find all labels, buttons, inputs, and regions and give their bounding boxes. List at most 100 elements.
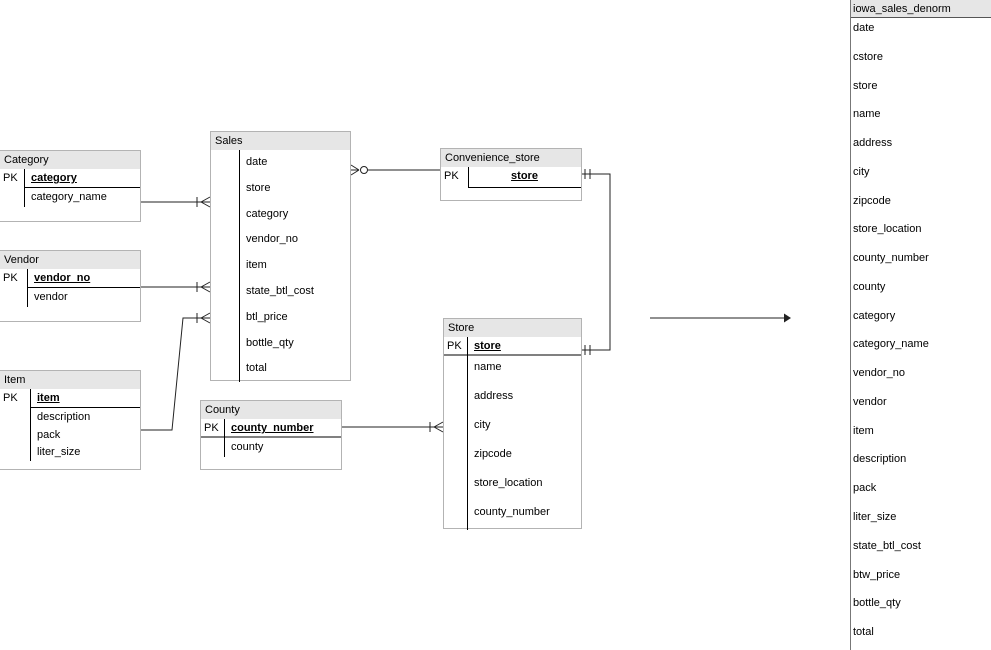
field-row-total: total [211, 356, 350, 382]
rel-county-store [342, 421, 444, 433]
field-row-description: description [0, 408, 140, 426]
denorm-field-zipcode: zipcode [853, 194, 891, 207]
field-row-bottle_qty: bottle_qty [211, 331, 350, 357]
denorm-field-county_number: county_number [853, 252, 929, 265]
pk-cell-empty [211, 305, 239, 331]
denorm-field-vendor_no: vendor_no [853, 367, 905, 380]
denorm-field-county: county [853, 280, 886, 293]
field-name: btl_price [246, 310, 288, 323]
denormalize-arrow-icon [650, 313, 791, 323]
field-name: county [231, 441, 264, 453]
field-row-address: address [444, 385, 581, 414]
pk-cell-empty [444, 385, 467, 414]
field-row-city: city [444, 414, 581, 443]
denorm-field-store_location: store_location [853, 223, 922, 236]
denorm-field-city: city [853, 165, 870, 178]
denorm-field-store: store [853, 79, 878, 92]
table-title: Store [444, 319, 581, 337]
pk-cell-empty [444, 356, 467, 385]
pk-label: PK [444, 170, 459, 182]
denorm-field-pack: pack [853, 482, 877, 495]
field-row-store: PK store [444, 337, 581, 356]
field-name: bottle_qty [246, 336, 294, 349]
pk-label: PK [204, 422, 219, 434]
field-row-vendor: vendor [0, 288, 140, 307]
denorm-field-address: address [853, 137, 893, 150]
field-row-item: item [211, 253, 350, 279]
denorm-field-name: name [853, 108, 881, 121]
pk-label: PK [3, 272, 18, 284]
field-name: pack [37, 428, 61, 441]
rel-sales-convenience-store [350, 164, 440, 176]
denorm-field-date: date [853, 22, 875, 34]
table-title: County [201, 401, 341, 419]
field-name: vendor_no [246, 233, 298, 246]
field-row-btl_price: btl_price [211, 305, 350, 331]
pk-label: PK [3, 392, 18, 404]
field-name: category [246, 207, 289, 220]
pk-cell-empty [211, 202, 239, 228]
pk-cell-empty [444, 501, 467, 530]
field-row-category: category [211, 202, 350, 228]
pk-cell-empty [211, 356, 239, 382]
pk-cell-empty [211, 253, 239, 279]
field-name: store [246, 181, 271, 194]
rel-convenience-store-store [582, 169, 611, 355]
field-name: county_number [474, 506, 550, 518]
field-name: vendor [34, 291, 68, 303]
denorm-table-panel[interactable]: iowa_sales_denorm date cstore store name add… [850, 0, 991, 650]
field-row-store: store [211, 176, 350, 202]
pk-cell-empty [201, 438, 224, 457]
table-title: Vendor [0, 251, 140, 269]
pk-cell-empty [211, 279, 239, 305]
denorm-field-item: item [853, 424, 874, 437]
pk-cell-empty [444, 414, 467, 443]
table-title: Item [0, 371, 140, 389]
field-row-date: date [211, 150, 350, 176]
field-row-pack: pack [0, 426, 140, 444]
table-title: Category [0, 151, 140, 169]
denorm-field-liter_size: liter_size [853, 511, 897, 524]
field-name: liter_size [37, 446, 81, 458]
denorm-field-cstore: cstore [853, 50, 883, 63]
pk-cell-empty [0, 426, 30, 444]
pk-cell-empty [444, 472, 467, 501]
field-name: zipcode [474, 448, 512, 460]
field-row-vendor_no: vendor_no [211, 227, 350, 253]
denorm-table-title: iowa_sales_denorm [851, 0, 991, 18]
pk-label: PK [3, 172, 18, 184]
denorm-field-category: category [853, 309, 896, 322]
pk-cell-empty [0, 443, 30, 461]
field-name: store_location [474, 477, 543, 489]
field-row-state_btl_cost: state_btl_cost [211, 279, 350, 305]
denorm-field-bottle_qty: bottle_qty [853, 597, 901, 610]
field-row-county_number: county_number [444, 501, 581, 530]
field-row-name: name [444, 356, 581, 385]
field-name: description [37, 411, 91, 423]
pk-label: PK [447, 340, 462, 352]
field-name: total [246, 362, 267, 375]
pk-cell-empty [0, 188, 24, 207]
field-name: store [474, 340, 501, 352]
denorm-field-list: date cstore store name address city zipcode sto… [851, 18, 991, 650]
field-row-county: county [201, 438, 341, 457]
field-name: item [246, 259, 267, 272]
field-name: name [474, 361, 502, 373]
pk-cell-empty [211, 176, 239, 202]
pk-cell-empty [0, 408, 30, 426]
pk-cell-empty [211, 150, 239, 176]
pk-cell-empty [444, 443, 467, 472]
